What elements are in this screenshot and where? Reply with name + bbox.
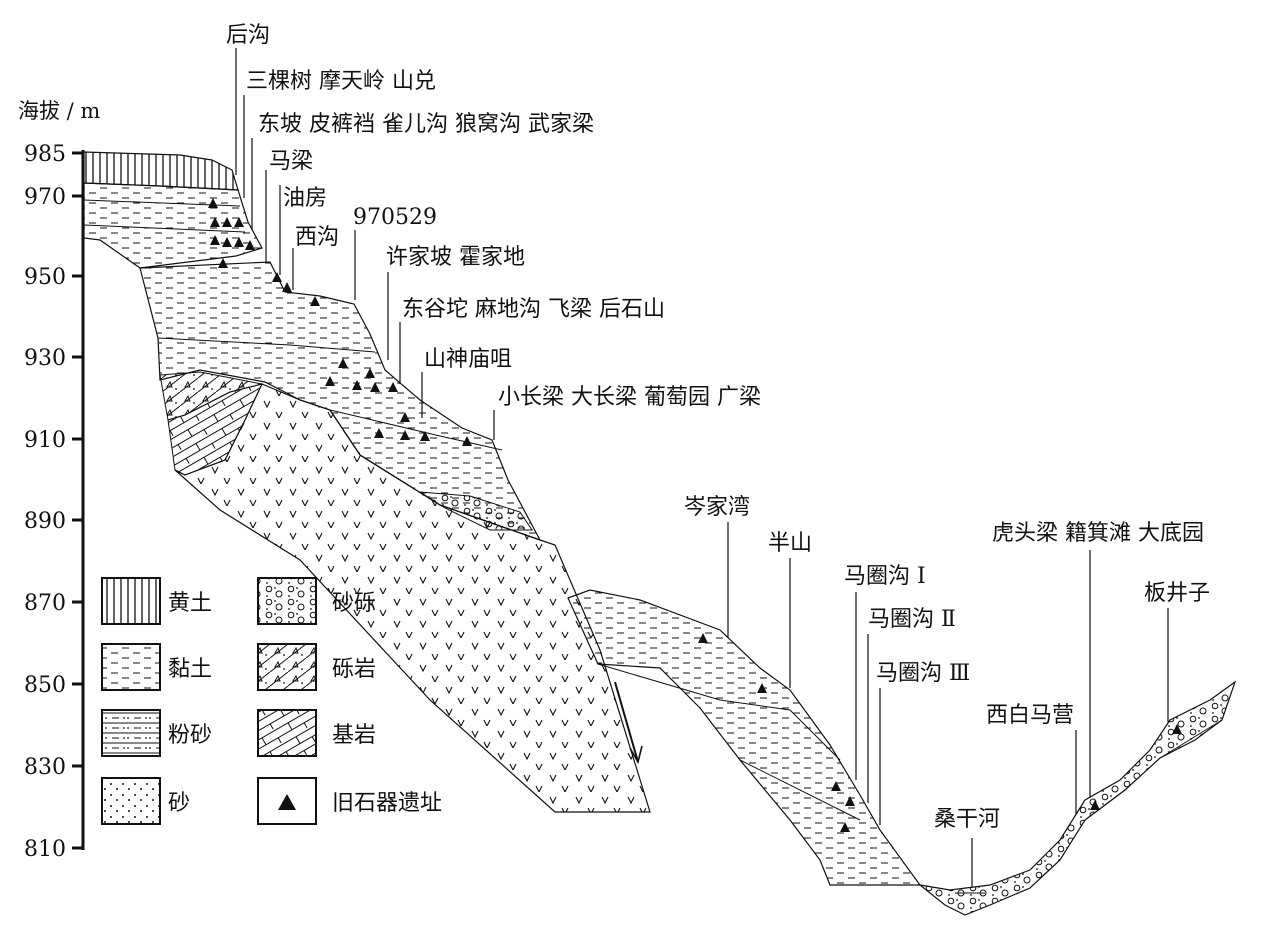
- y-axis-title: 海拔 / m: [18, 99, 100, 123]
- site-triangle: [222, 217, 232, 227]
- volcanic-bedrock: [174, 383, 651, 813]
- fault-line: [614, 681, 639, 763]
- legend-swatch-gravel: [257, 577, 317, 625]
- y-tick-label: 830: [24, 755, 66, 780]
- site-triangle: [210, 217, 220, 227]
- site-label-youfang: 油房: [283, 186, 327, 211]
- site-triangle: [400, 430, 410, 440]
- y-tick-label: 910: [24, 428, 66, 453]
- site-triangle: [352, 380, 362, 390]
- site-label-dongguotuo: 东谷坨 麻地沟 飞梁 后石山: [402, 297, 665, 322]
- site-triangle: [370, 382, 380, 392]
- legend-label-silt: 粉砂: [168, 723, 212, 748]
- site-triangle: [325, 376, 335, 386]
- legend-label-site: 旧石器遗址: [332, 791, 442, 816]
- site-label-row2: 三棵树 摩天岭 山兑: [246, 69, 436, 94]
- y-tick-label: 950: [24, 265, 66, 290]
- site-label-majuangou-2: 马圈沟 Ⅱ: [868, 607, 956, 632]
- site-triangle: [338, 358, 348, 368]
- leader-lines: [235, 48, 1169, 888]
- legend-label-conglomerate: 砾岩: [332, 657, 376, 682]
- legend-label-bedrock: 基岩: [332, 723, 376, 748]
- legend-swatch-loess: [101, 577, 161, 625]
- site-triangle: [234, 217, 244, 227]
- legend-swatch-bedrock: [257, 709, 317, 757]
- site-triangle: [845, 796, 855, 806]
- site-label-majuangou-1: 马圈沟 Ⅰ: [844, 564, 926, 589]
- site-triangle: [698, 633, 708, 643]
- middle-clay-layer: [139, 261, 542, 542]
- site-triangle: [462, 436, 472, 446]
- site-label-shanshenmiao: 山神庙咀: [424, 347, 512, 372]
- y-axis: 海拔 / m 985 970 950 930 910 890 870 850 8…: [18, 99, 100, 862]
- legend-swatch-conglomerate: [257, 643, 317, 691]
- site-triangle: [208, 198, 218, 208]
- site-triangle: [374, 428, 384, 438]
- site-label-hutouliang: 虎头梁 籍箕滩 大底园: [992, 521, 1204, 546]
- site-triangle: [757, 683, 767, 693]
- site-triangle: [234, 237, 244, 247]
- site-triangle: [365, 368, 375, 378]
- lower-clay-layer: [567, 589, 922, 886]
- river-terrace: [917, 680, 1237, 916]
- legend-swatch-sand: [101, 777, 161, 825]
- legend-label-loess: 黄土: [168, 591, 212, 616]
- site-triangle: [400, 412, 410, 422]
- site-label-houguo: 后沟: [226, 23, 270, 48]
- site-label-cenjiawan: 岑家湾: [684, 495, 750, 520]
- site-label-banjingzi: 板井子: [1144, 581, 1210, 606]
- y-tick-label: 850: [24, 673, 66, 698]
- site-triangle: [218, 258, 228, 268]
- legend-swatch-clay: [101, 643, 161, 691]
- site-label-xiaochangliang: 小长梁 大长梁 葡萄园 广梁: [498, 385, 761, 410]
- site-label-xigou: 西沟: [295, 225, 339, 250]
- legend-label-gravel: 砂砾: [332, 591, 376, 616]
- site-triangle: [420, 431, 430, 441]
- site-triangle: [210, 235, 220, 245]
- upper-clay-layer: [83, 182, 263, 269]
- legend-label-clay: 黏土: [168, 657, 212, 682]
- y-tick-label: 870: [24, 591, 66, 616]
- site-triangle: [388, 382, 398, 392]
- site-label-xibaimaying: 西白马营: [986, 703, 1074, 728]
- site-triangle: [272, 272, 282, 282]
- y-tick-label: 970: [24, 185, 66, 210]
- y-tick-label: 930: [24, 346, 66, 371]
- geologic-section: [83, 151, 1237, 916]
- y-tick-label: 985: [24, 142, 66, 167]
- site-label-970529: 970529: [353, 205, 437, 230]
- site-triangle: [222, 237, 232, 247]
- y-tick-label: 810: [24, 837, 66, 862]
- site-label-majuangou-3: 马圈沟 Ⅲ: [876, 661, 970, 686]
- site-label-banshan: 半山: [768, 531, 812, 556]
- site-label-row3: 东坡 皮裤裆 雀儿沟 狼窝沟 武家梁: [258, 112, 594, 137]
- site-triangle: [831, 781, 841, 791]
- site-labels: 后沟 三棵树 摩天岭 山兑 东坡 皮裤裆 雀儿沟 狼窝沟 武家梁 马梁 油房 西…: [226, 23, 1210, 832]
- site-label-sangganhe: 桑干河: [934, 807, 1000, 832]
- site-triangle: [245, 240, 255, 250]
- y-tick-label: 890: [24, 509, 66, 534]
- site-triangle: [1090, 800, 1100, 810]
- site-label-maliang: 马梁: [269, 149, 313, 174]
- site-triangle: [1172, 724, 1182, 734]
- site-triangle: [840, 822, 850, 832]
- legend-label-sand: 砂: [168, 791, 190, 816]
- legend-site-triangle-icon: [278, 794, 296, 810]
- site-triangle: [282, 282, 292, 292]
- site-label-xujiapo: 许家坡 霍家地: [386, 245, 525, 270]
- site-triangle: [310, 296, 320, 306]
- site-markers: [208, 198, 1182, 832]
- legend-swatch-silt: [101, 709, 161, 757]
- legend: 黄土 黏土 粉砂 砂 砂砾 砾岩 基岩 旧石器遗址: [101, 577, 442, 825]
